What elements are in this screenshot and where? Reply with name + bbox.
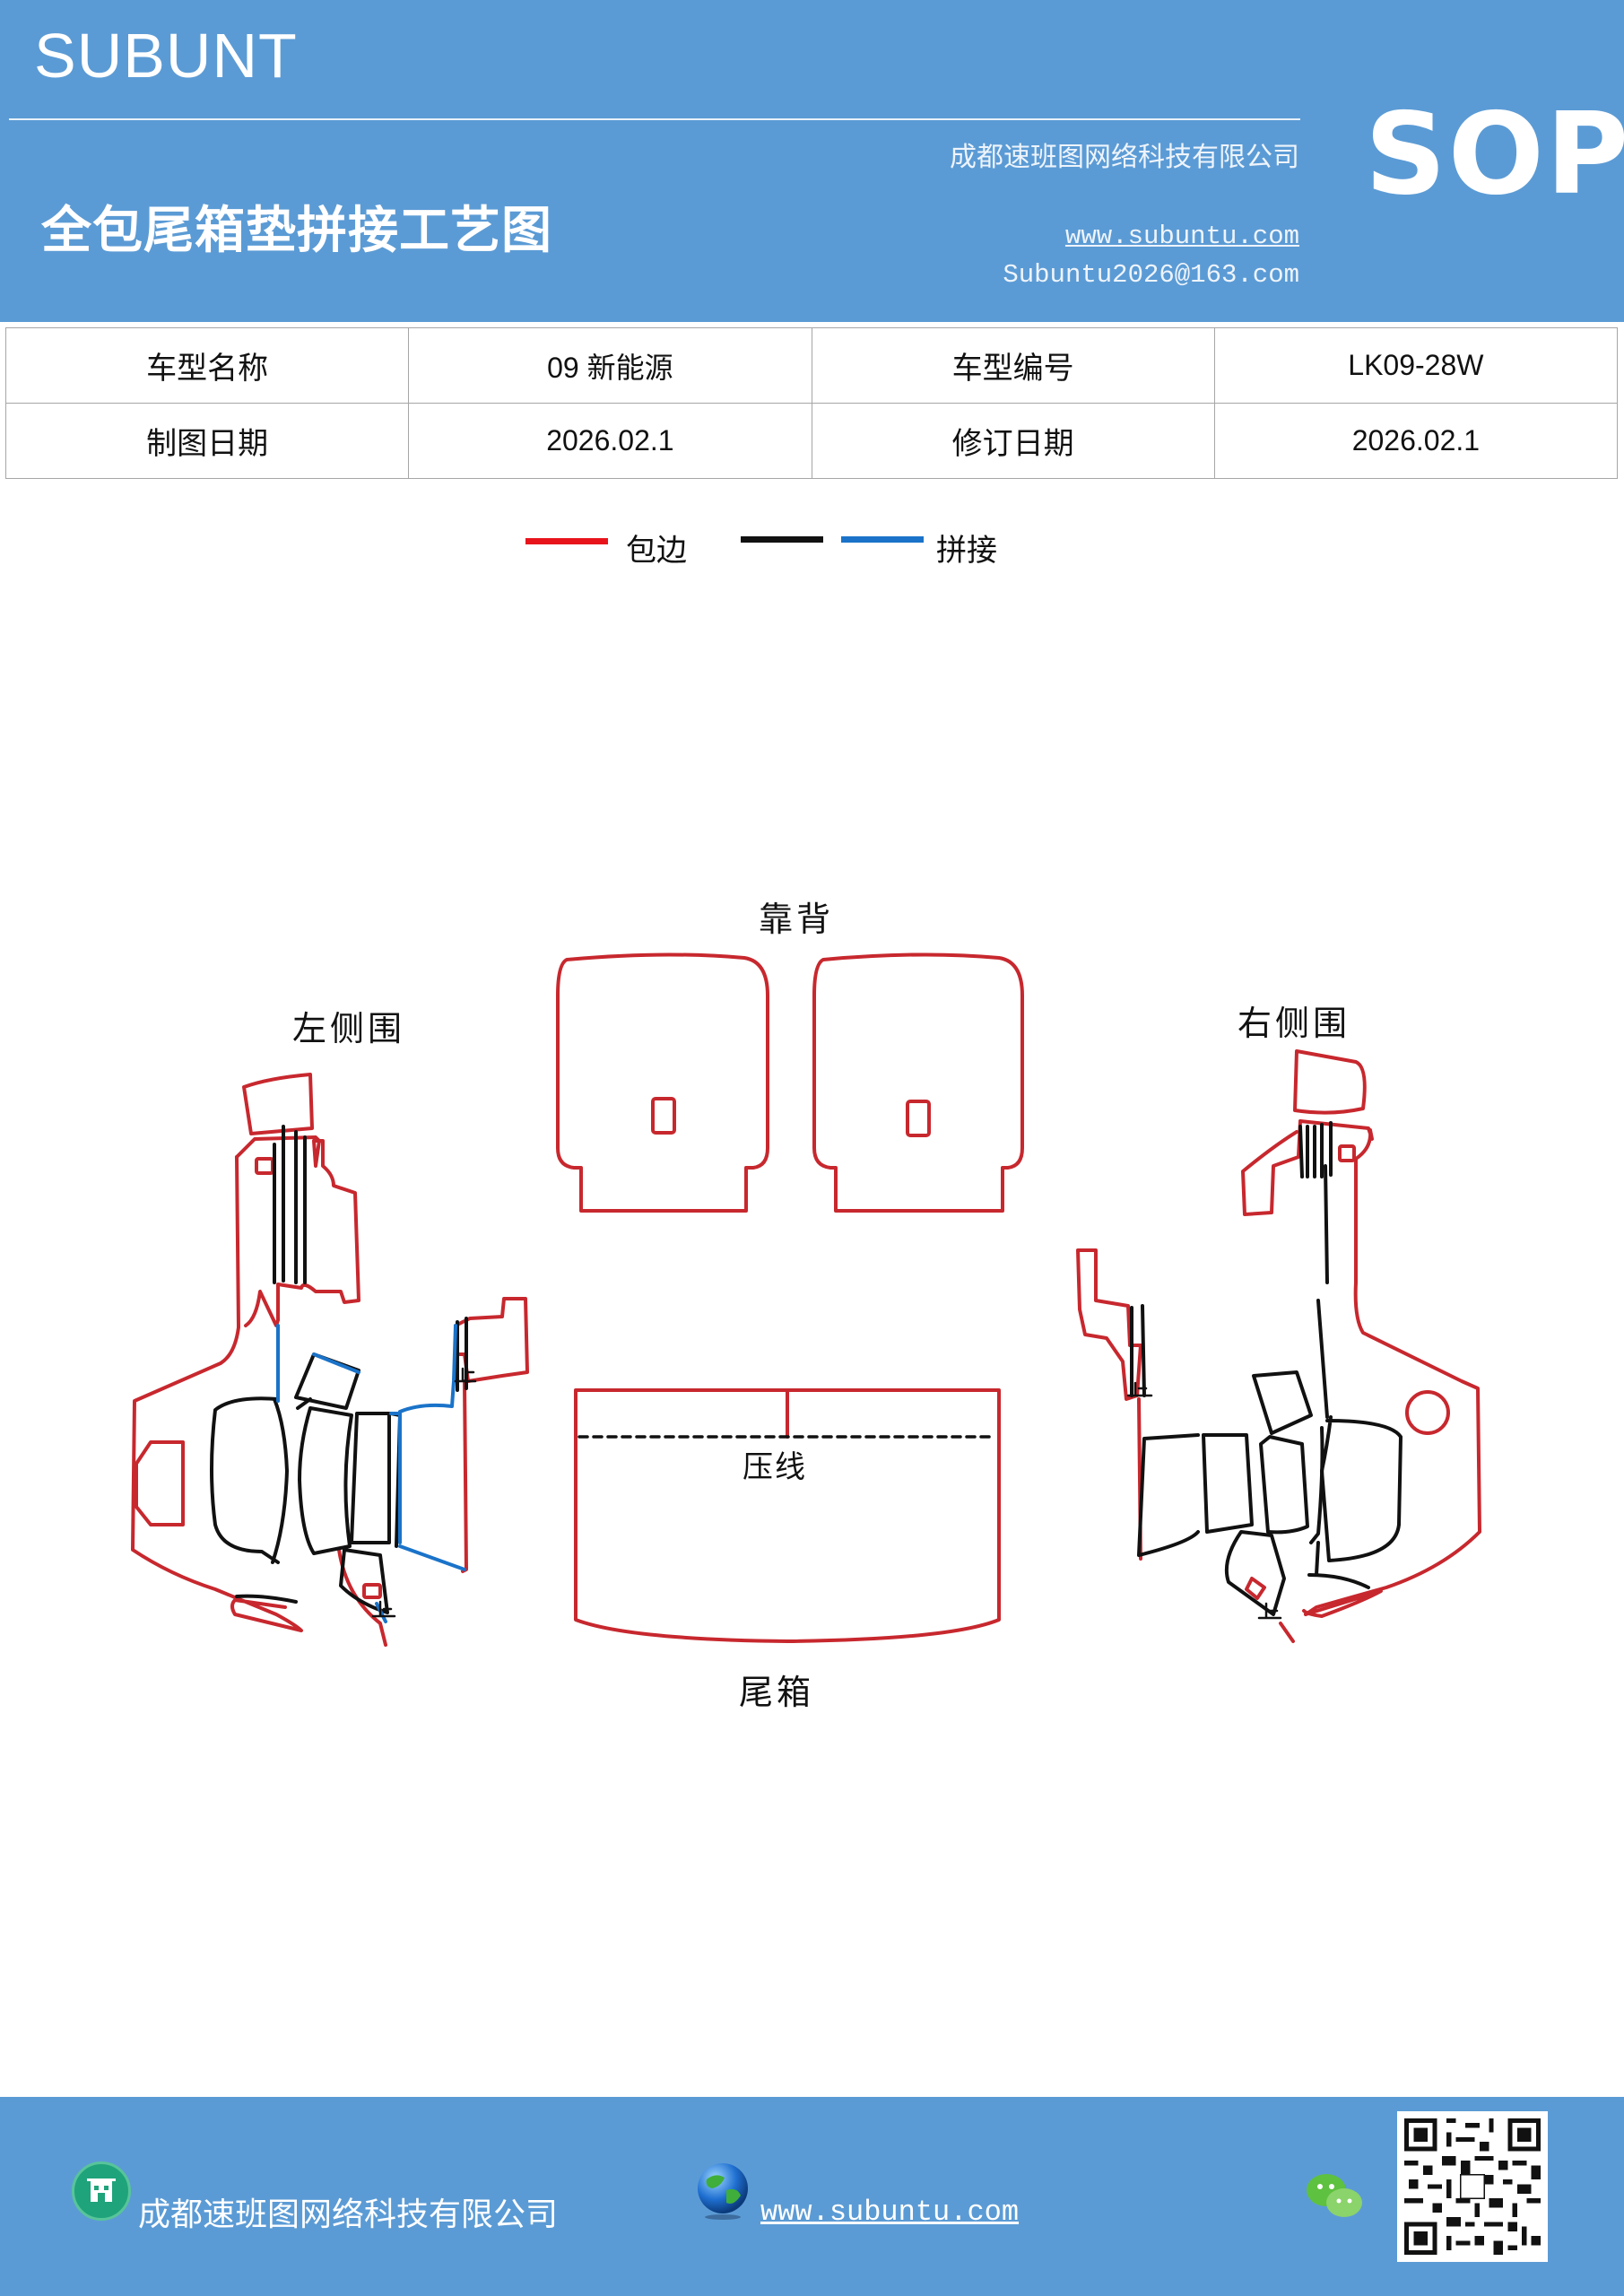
left-bottom-leg xyxy=(337,1548,387,1647)
left-outer-shell xyxy=(131,1155,303,1632)
backrest-left-panel xyxy=(556,952,769,1213)
trunk-floor xyxy=(574,1388,1001,1643)
qr-code-matrix xyxy=(1404,2118,1541,2255)
legend-label-edge: 包边 xyxy=(626,533,687,569)
legend-swatch-cut xyxy=(741,536,823,543)
header-divider xyxy=(9,118,1300,120)
table-cell-label: 制图日期 xyxy=(4,403,410,479)
left-front-pocket xyxy=(135,1440,185,1526)
right-round-hole xyxy=(1405,1390,1450,1435)
footer-company-name: 成都速班图网络科技有限公司 xyxy=(138,2196,559,2233)
globe-icon xyxy=(692,2160,753,2221)
legend-label-seam: 拼接 xyxy=(936,533,997,569)
right-top-flap xyxy=(1293,1049,1367,1115)
label-left-side: 左侧围 xyxy=(292,1009,406,1048)
diagram-svg xyxy=(131,952,1481,1647)
table-cell-value: 09 新能源 xyxy=(408,327,812,404)
wechat-icon[interactable] xyxy=(1305,2170,1364,2222)
table-cell-value: LK09-28W xyxy=(1213,327,1619,404)
right-outer-shell xyxy=(1241,1119,1302,1216)
brand-name: SUBUNT xyxy=(34,21,298,91)
splicing-diagram: 靠背 左侧围 右侧围 压线 尾箱 xyxy=(0,861,1624,1722)
left-small-slot xyxy=(255,1157,274,1175)
footer-website-link[interactable]: www.subuntu.com xyxy=(760,2196,1020,2229)
label-right-side: 右侧围 xyxy=(1238,1004,1351,1043)
right-small-slot xyxy=(1338,1144,1356,1162)
stop-mark-left-upper xyxy=(454,1367,477,1383)
email-address: Subuntu2026@163.com xyxy=(1003,260,1299,290)
right-upper-strip xyxy=(1298,1119,1481,1616)
table-cell-label: 车型编号 xyxy=(811,327,1215,404)
table-row: 制图日期 2026.02.1 修订日期 2026.02.1 xyxy=(4,403,1619,479)
left-inner-lower xyxy=(461,1379,468,1573)
legend-swatch-edge xyxy=(525,538,608,544)
trunk-panel xyxy=(574,1388,1001,1643)
backrest-left-slot xyxy=(651,1097,676,1135)
page-footer: 成都速班图网络科技有限公司 www.subuntu.com xyxy=(0,2097,1624,2296)
document-title: 全包尾箱垫拼接工艺图 xyxy=(41,201,552,260)
right-lower-rim xyxy=(1302,1589,1383,1618)
building-icon xyxy=(72,2161,131,2221)
stop-mark-right-lower xyxy=(1257,1602,1282,1620)
backrest-right-slot xyxy=(906,1100,931,1137)
right-diamond-slot xyxy=(1245,1577,1266,1600)
table-cell-label: 修订日期 xyxy=(811,403,1215,479)
left-upper-strip xyxy=(235,1135,360,1327)
table-cell-label: 车型名称 xyxy=(4,327,410,404)
table-cell-value: 2026.02.1 xyxy=(408,403,812,479)
stop-mark-left-lower xyxy=(371,1600,396,1618)
label-trunk: 尾箱 xyxy=(739,1673,815,1712)
right-cut-lines xyxy=(1130,1121,1403,1616)
info-table: 车型名称 09 新能源 车型编号 LK09-28W 制图日期 2026.02.1… xyxy=(4,327,1619,479)
left-bottom-slot xyxy=(362,1583,382,1599)
backrest-panels xyxy=(556,952,1024,1213)
right-side-panel xyxy=(1076,1049,1481,1643)
website-link[interactable]: www.subuntu.com xyxy=(1064,222,1299,251)
legend-swatch-seam xyxy=(841,536,924,543)
company-name: 成都速班图网络科技有限公司 xyxy=(950,142,1299,173)
right-bottom-leg xyxy=(1279,1622,1295,1643)
left-cut-lines xyxy=(210,1125,468,1614)
table-cell-value: 2026.02.1 xyxy=(1213,403,1619,479)
backrest-right-panel xyxy=(812,952,1024,1213)
left-side-panel xyxy=(131,1073,529,1647)
label-backrest: 靠背 xyxy=(759,900,835,939)
stop-mark-right-upper xyxy=(1126,1381,1153,1397)
sop-badge: SOP xyxy=(1365,88,1624,220)
left-seam-lines xyxy=(276,1324,466,1623)
table-row: 车型名称 09 新能源 车型编号 LK09-28W xyxy=(4,327,1619,404)
qr-code xyxy=(1397,2111,1548,2262)
page-header: SUBUNT 成都速班图网络科技有限公司 全包尾箱垫拼接工艺图 www.subu… xyxy=(0,0,1624,322)
left-top-flap xyxy=(242,1073,314,1135)
label-crease-line: 压线 xyxy=(743,1449,807,1485)
